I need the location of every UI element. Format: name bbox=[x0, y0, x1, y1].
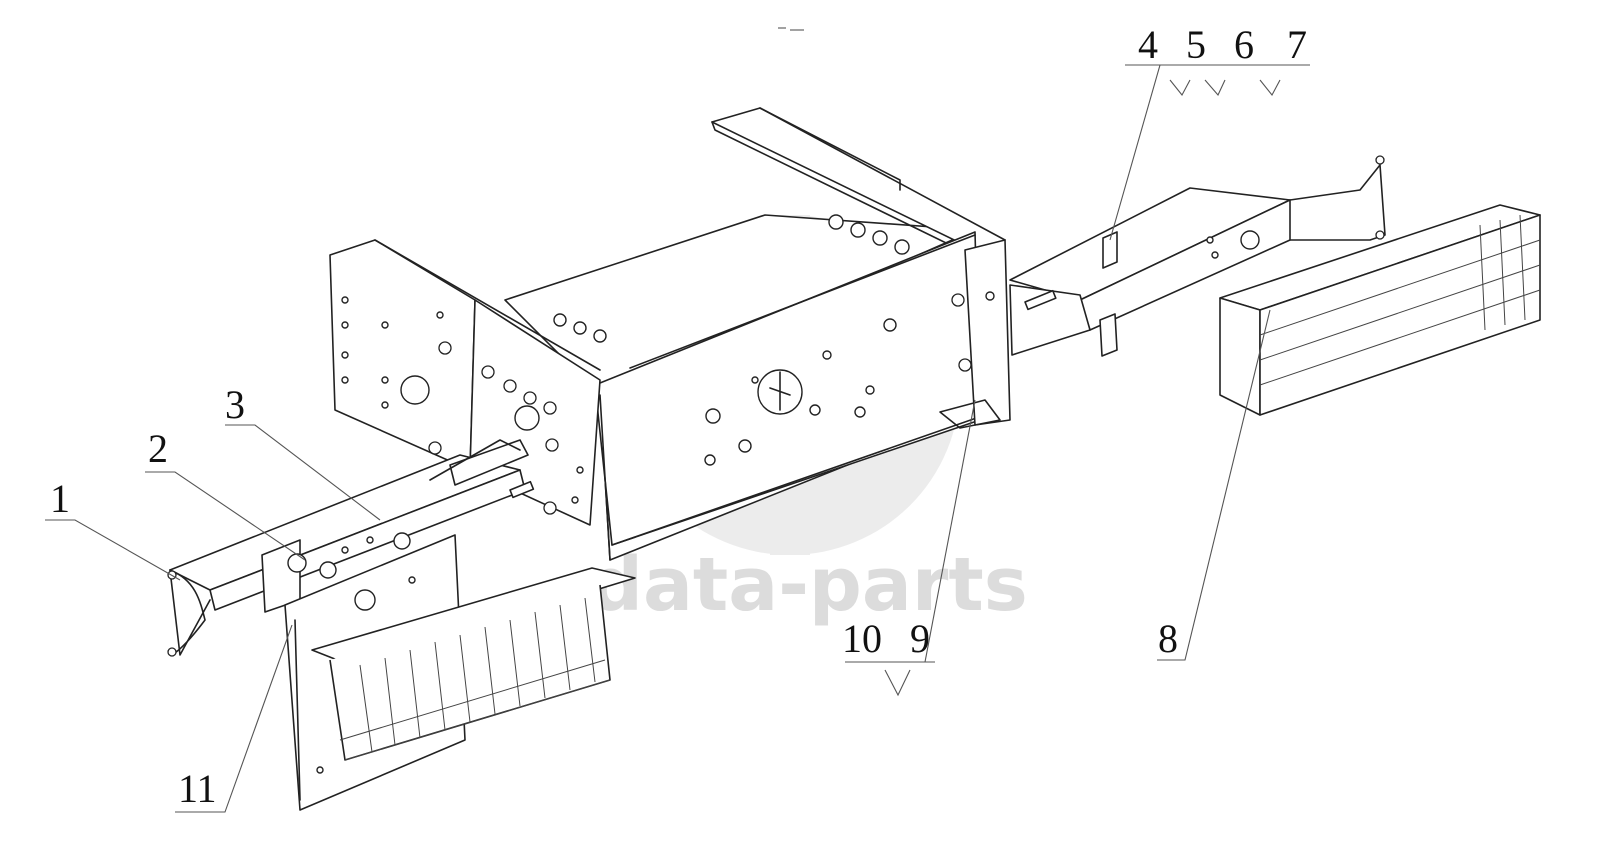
leader-2 bbox=[145, 471, 306, 561]
rear-grille bbox=[1219, 204, 1541, 416]
callout-6: 6 bbox=[1234, 22, 1254, 67]
leader-11 bbox=[175, 624, 293, 813]
callout-11: 11 bbox=[178, 766, 217, 811]
leader-3 bbox=[225, 424, 381, 521]
rear-cross-beam bbox=[1009, 155, 1386, 357]
watermark-text: data-parts bbox=[590, 542, 1028, 628]
leader-9-10 bbox=[884, 669, 911, 697]
callout-4: 4 bbox=[1138, 22, 1158, 67]
leader-8 bbox=[1157, 309, 1271, 661]
callout-10: 10 bbox=[842, 616, 882, 661]
callout-labels: 1 2 3 4 5 6 7 8 9 10 11 bbox=[50, 22, 1307, 811]
callout-8: 8 bbox=[1158, 616, 1178, 661]
callout-7: 7 bbox=[1287, 22, 1307, 67]
callout-9: 9 bbox=[910, 616, 930, 661]
leader-1 bbox=[45, 519, 181, 581]
callout-3: 3 bbox=[225, 382, 245, 427]
main-frame bbox=[504, 107, 1011, 561]
left-cross-beam bbox=[167, 439, 535, 657]
callout-2: 2 bbox=[148, 426, 168, 471]
top-artifact bbox=[778, 27, 804, 31]
callout-1: 1 bbox=[50, 476, 70, 521]
callout-5: 5 bbox=[1186, 22, 1206, 67]
leader-5-6-7 bbox=[1169, 79, 1281, 97]
leader-lines bbox=[45, 64, 1310, 813]
front-grille bbox=[284, 534, 636, 811]
leader-9 bbox=[924, 399, 976, 663]
